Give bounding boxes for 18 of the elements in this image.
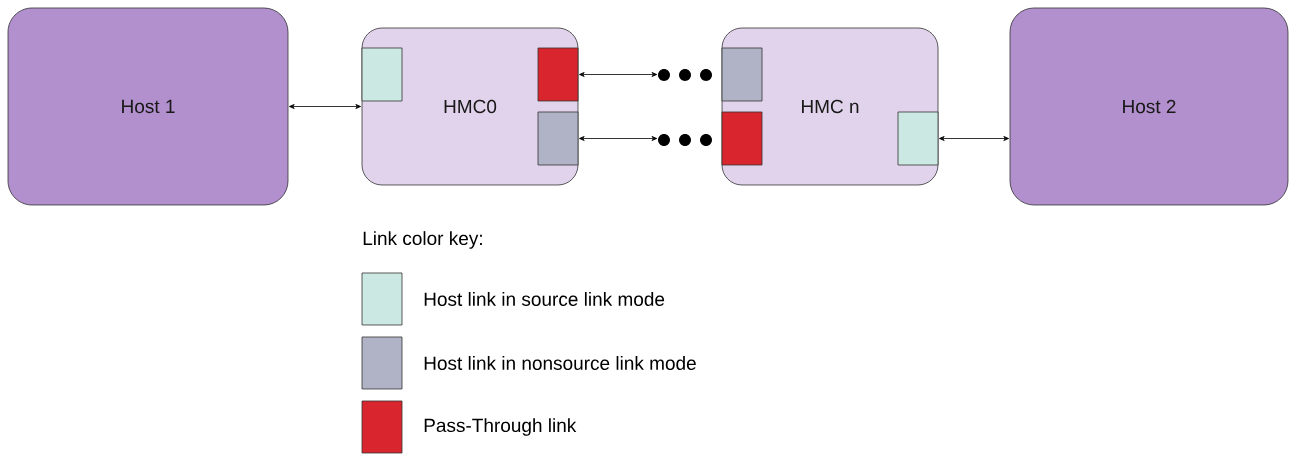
arrow	[289, 104, 361, 109]
legend-text: Pass-Through link	[424, 418, 577, 436]
arrow	[579, 72, 658, 77]
arrow	[939, 136, 1009, 141]
legend-text: Host link in source link mode	[424, 292, 665, 306]
link-port	[897, 111, 939, 166]
host-box: Host 1	[7, 7, 289, 206]
link-port	[537, 111, 579, 166]
ellipsis-dots	[658, 134, 712, 146]
ellipsis-dots	[658, 69, 712, 81]
legend-title: Link color key:	[363, 231, 482, 249]
host-box: Host 2	[1009, 7, 1289, 206]
arrow	[579, 136, 658, 141]
link-port	[721, 47, 763, 102]
link-port	[537, 47, 579, 102]
link-port	[721, 111, 763, 166]
link-port	[361, 47, 403, 102]
legend-text: Host link in nonsource link mode	[424, 356, 696, 370]
